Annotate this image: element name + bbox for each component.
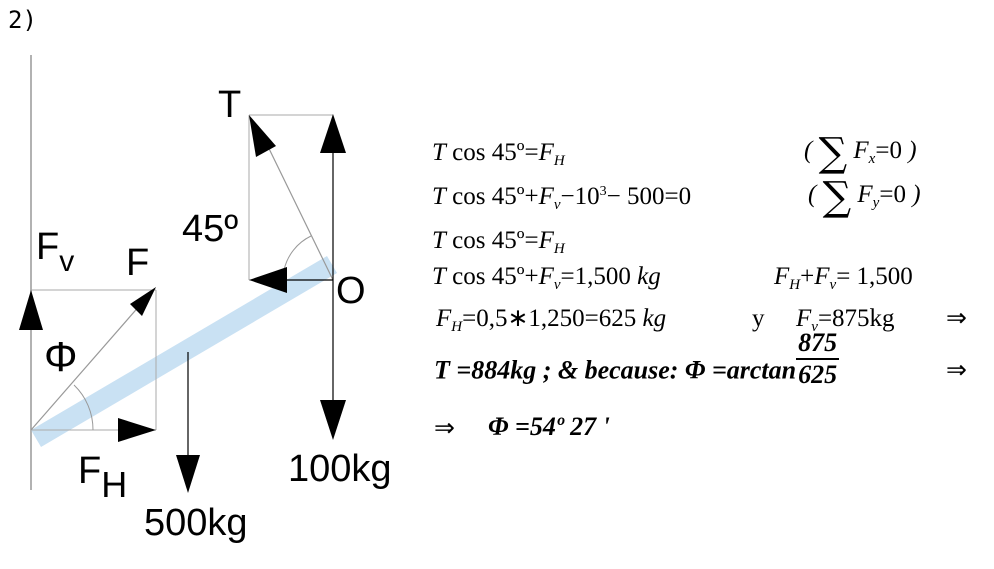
eq4b-plus: + bbox=[800, 263, 815, 290]
problem-number: 2) bbox=[8, 6, 37, 34]
eq4-cos: cos 45º bbox=[452, 263, 525, 290]
equation-2: T cos 45º+Fv−103− 500=0 bbox=[432, 184, 691, 213]
tension-vertical-component-arrow bbox=[320, 114, 346, 280]
eq2-sub: v bbox=[553, 197, 561, 213]
label-FH-sub: H bbox=[101, 464, 128, 505]
implies-icon-3: ⇒ bbox=[434, 415, 455, 442]
equation-5-y: y bbox=[752, 305, 765, 332]
eq3-T: T bbox=[432, 227, 446, 254]
implies-icon-2: ⇒ bbox=[946, 357, 967, 384]
eq5-sub: H bbox=[451, 319, 463, 335]
equation-5b: Fv=875kg bbox=[796, 306, 895, 335]
eq4-sub: v bbox=[553, 277, 561, 293]
tension-T-arrow bbox=[249, 115, 334, 281]
eq4b-sub1: H bbox=[789, 277, 801, 293]
eq4b-sub2: v bbox=[829, 277, 837, 293]
eq7-text: Φ =54º 27 ' bbox=[488, 412, 610, 441]
label-FH: FH bbox=[78, 450, 127, 503]
condition-sum-fx: ( ∑ Fx=0 ) bbox=[804, 130, 917, 176]
eq1-sub: H bbox=[553, 153, 565, 169]
eq5b-F: F bbox=[796, 305, 812, 332]
eq4-rest: =1,500 bbox=[560, 263, 631, 290]
force-F-arrow bbox=[30, 287, 156, 431]
eq3-cos: cos 45º bbox=[452, 227, 525, 254]
eq3-equals: = bbox=[524, 227, 539, 254]
eq4b-rest: = 1,500 bbox=[836, 263, 913, 290]
eq4-unit: kg bbox=[637, 263, 661, 290]
sigma-icon: ∑ bbox=[818, 130, 848, 176]
eq4b-F1: F bbox=[774, 263, 790, 290]
eq2-F: F bbox=[538, 183, 554, 210]
load-100kg-arrow bbox=[320, 280, 346, 440]
load-500kg-arrow bbox=[176, 352, 200, 493]
equation-4: T cos 45º+Fv=1,500 kg bbox=[432, 264, 661, 293]
equation-3: T cos 45º=FH bbox=[432, 228, 565, 257]
eq5b-sub: v bbox=[811, 319, 818, 335]
tension-horizontal-component-arrow bbox=[249, 267, 333, 293]
eq1-F: F bbox=[538, 139, 554, 166]
cond1-F: F bbox=[853, 137, 869, 164]
label-FH-main: F bbox=[78, 450, 102, 492]
eq6-denominator: 625 bbox=[798, 360, 838, 389]
cond2-F: F bbox=[857, 181, 873, 208]
implies-icon-1: ⇒ bbox=[946, 305, 967, 332]
force-Fv-arrow bbox=[19, 290, 43, 330]
phi-angle-arc bbox=[73, 384, 94, 431]
label-phi: Φ bbox=[44, 333, 78, 380]
eq2-exponent: 3 bbox=[599, 184, 607, 199]
eq2-T: T bbox=[432, 183, 446, 210]
label-45-degrees: 45º bbox=[182, 208, 239, 250]
label-Fv-main: F bbox=[36, 226, 60, 268]
eq6-text: T =884kg ; & because: Φ =arctan bbox=[434, 355, 797, 385]
eq5-unit: kg bbox=[642, 305, 667, 332]
force-FH-arrow bbox=[118, 418, 156, 442]
eq4b-F2: F bbox=[814, 263, 830, 290]
cond1-rest: =0 bbox=[875, 137, 902, 164]
eq5b-rest: =875kg bbox=[817, 305, 895, 332]
label-100kg: 100kg bbox=[288, 448, 392, 490]
label-T: T bbox=[218, 84, 242, 126]
beam bbox=[31, 256, 337, 447]
eq4-plus: + bbox=[524, 263, 539, 290]
45-angle-arc bbox=[283, 235, 312, 271]
eq2-rest: − 500=0 bbox=[606, 183, 692, 210]
equation-1: T cos 45º=FH bbox=[432, 140, 565, 169]
equation-7: Φ =54º 27 ' bbox=[488, 414, 610, 440]
eq2-cos: cos 45º bbox=[452, 183, 525, 210]
equation-4b: FH+Fv= 1,500 bbox=[774, 264, 913, 293]
equation-5: FH=0,5∗1,250=625 kg bbox=[436, 306, 666, 335]
eq3-F: F bbox=[538, 227, 554, 254]
eq5-rest: =0,5∗1,250=625 bbox=[462, 305, 637, 332]
eq1-equals: = bbox=[524, 139, 539, 166]
label-F: F bbox=[126, 242, 150, 284]
eq6-numerator: 875 bbox=[796, 330, 840, 360]
eq2-minus: −10 bbox=[560, 183, 600, 210]
label-500kg: 500kg bbox=[144, 502, 248, 544]
label-Fv-sub: v bbox=[59, 245, 75, 278]
eq4-F: F bbox=[538, 263, 554, 290]
eq1-cos: cos 45º bbox=[452, 139, 525, 166]
label-O: O bbox=[336, 270, 366, 312]
condition-sum-fy: ( ∑ Fy=0 ) bbox=[808, 174, 921, 220]
sigma-icon: ∑ bbox=[822, 174, 852, 220]
eq3-sub: H bbox=[553, 241, 565, 257]
eq2-plus: + bbox=[524, 183, 539, 210]
label-Fv: Fv bbox=[36, 226, 74, 277]
cond2-rest: =0 bbox=[879, 181, 906, 208]
cond1-sub: x bbox=[868, 151, 876, 167]
eq5-F: F bbox=[436, 305, 452, 332]
eq1-T: T bbox=[432, 139, 446, 166]
cond2-sub: y bbox=[872, 195, 880, 211]
eq4-T: T bbox=[432, 263, 446, 290]
